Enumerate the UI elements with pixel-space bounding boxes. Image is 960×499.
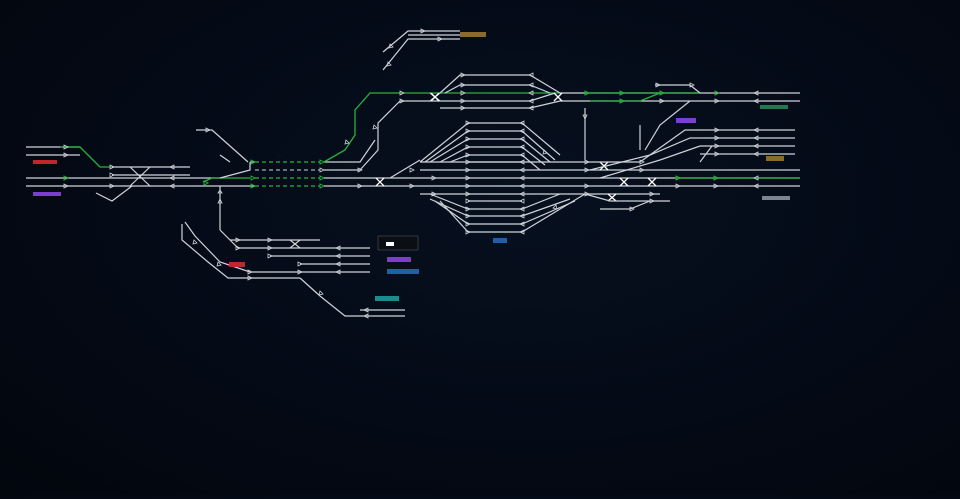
southwest-blue-label — [387, 269, 419, 274]
southwest-red-label — [229, 262, 245, 267]
left-purple-label — [33, 192, 61, 196]
right-green-label — [760, 105, 788, 109]
svg-text:· · ·: · · · — [278, 154, 282, 157]
main-dashed-section: · · · — [220, 154, 326, 189]
west-throat — [190, 127, 251, 230]
left-entry-lines — [26, 144, 190, 202]
southwest-purple-label — [387, 257, 411, 262]
southwest-teal-label — [375, 296, 399, 301]
right-purple-label — [676, 118, 696, 123]
central-station — [390, 120, 800, 235]
top-branch — [382, 28, 460, 71]
central-platform-signals — [409, 120, 558, 235]
right-brown-label — [766, 156, 784, 161]
southwest-branch — [181, 221, 405, 319]
right-gray-label — [762, 196, 790, 200]
top-destination-label — [460, 32, 486, 37]
info-panel — [377, 235, 419, 251]
central-station-label — [493, 238, 507, 243]
upper-station — [399, 72, 800, 160]
mid-connector — [323, 92, 421, 189]
left-red-label — [33, 160, 57, 164]
